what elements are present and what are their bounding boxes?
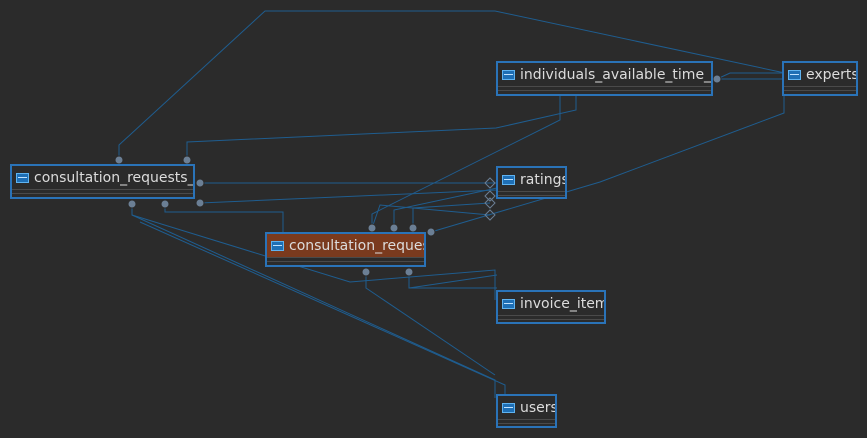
table-columns-collapsed	[267, 257, 424, 265]
table-node-experts[interactable]: experts	[782, 61, 858, 96]
endpoint-dot	[712, 74, 722, 84]
table-icon	[16, 172, 29, 183]
link-reques-to-ratings-a	[393, 187, 498, 228]
table-columns-collapsed	[784, 86, 856, 94]
endpoint-dot	[367, 223, 377, 233]
endpoint-dot	[114, 155, 124, 165]
link-reques-to-invoice-b	[408, 274, 498, 289]
endpoint-diamond	[484, 209, 496, 221]
endpoint-dot	[127, 199, 137, 209]
table-node-invoice-item[interactable]: invoice_item	[496, 290, 606, 324]
table-node-ratings[interactable]: ratings	[496, 166, 567, 199]
table-title: experts	[806, 66, 856, 83]
table-title: consultation_reques	[289, 237, 424, 254]
link-reques-to-experts	[430, 95, 785, 233]
relationship-endpoints	[114, 74, 722, 277]
table-icon	[788, 69, 801, 80]
endpoint-dot	[408, 223, 418, 233]
table-title: invoice_item	[520, 295, 604, 312]
table-title: individuals_available_time_sl	[520, 66, 711, 83]
table-title: consultation_requests_l	[34, 169, 193, 186]
endpoint-diamond	[484, 177, 496, 189]
link-requests-l-to-ratings-2	[199, 189, 498, 204]
table-columns-collapsed	[12, 189, 193, 197]
table-node-consultation-reques[interactable]: consultation_reques	[265, 232, 426, 267]
link-reques-to-users	[365, 272, 496, 376]
table-node-individuals-available-time-sl[interactable]: individuals_available_time_sl	[496, 61, 713, 96]
link-requests-l-to-users-a	[131, 204, 496, 398]
table-icon	[502, 69, 515, 80]
endpoint-dot	[361, 267, 371, 277]
link-reques-to-ratings-b	[412, 202, 491, 228]
table-icon	[502, 402, 515, 413]
table-columns-collapsed	[498, 315, 604, 323]
table-columns-collapsed	[498, 191, 565, 199]
table-icon	[502, 298, 515, 309]
link-requests-l-to-users-b	[139, 221, 506, 398]
endpoint-dot	[195, 198, 205, 208]
link-reques-to-individuals	[371, 94, 561, 228]
endpoint-dot	[426, 227, 436, 237]
relationship-lines	[118, 10, 786, 398]
endpoint-dot	[195, 178, 205, 188]
table-title: ratings	[520, 171, 565, 188]
link-requests-l-to-experts-top	[118, 10, 786, 160]
endpoint-dot	[160, 199, 170, 209]
table-title: users	[520, 399, 555, 416]
table-node-consultation-requests-l[interactable]: consultation_requests_l	[10, 164, 195, 199]
table-node-users[interactable]: users	[496, 394, 557, 428]
link-requests-l-to-individuals	[186, 94, 577, 160]
table-icon	[271, 240, 284, 251]
endpoint-dot	[404, 267, 414, 277]
table-columns-collapsed	[498, 86, 711, 94]
table-icon	[502, 174, 515, 185]
endpoint-dot	[182, 155, 192, 165]
endpoint-diamond	[484, 190, 496, 202]
link-individuals-to-experts-2	[716, 72, 785, 80]
endpoint-dot	[389, 223, 399, 233]
link-reques-to-ratings-c	[371, 204, 491, 229]
endpoint-diamond	[484, 197, 496, 209]
table-columns-collapsed	[498, 419, 555, 427]
